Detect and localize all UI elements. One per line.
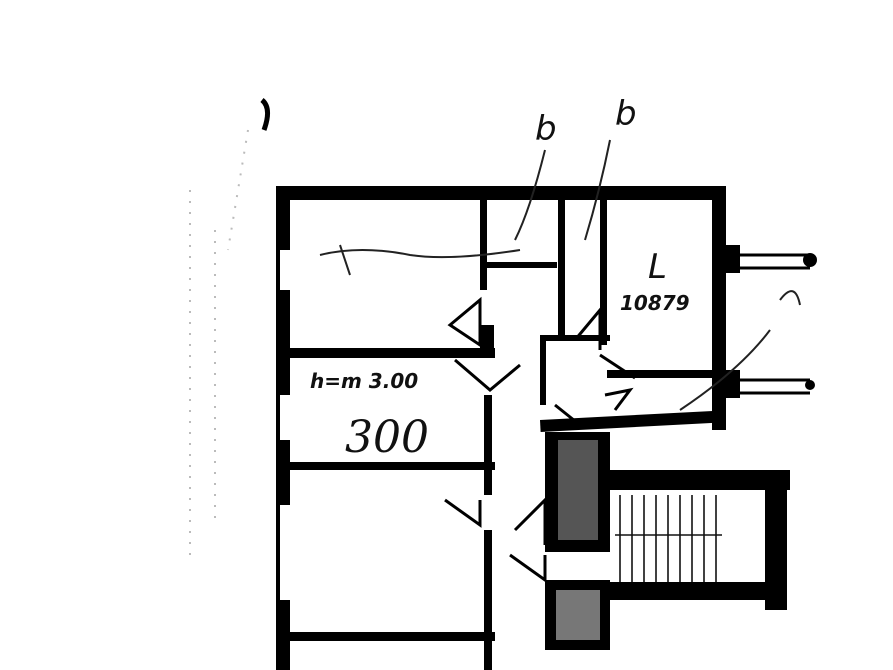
mark-b-right: b (615, 94, 637, 134)
pen-scribbles (319, 139, 801, 411)
handwritten-height-label: 300 (345, 412, 429, 463)
balcony-railing (726, 245, 817, 398)
stairwell (545, 432, 790, 650)
interior-walls (290, 195, 726, 670)
stair-treads (615, 495, 722, 582)
ceiling-height-label: h=m 3.00 (310, 369, 418, 393)
room-letter-label: L (648, 247, 667, 287)
scan-noise (189, 129, 249, 560)
mark-b-left: b (535, 109, 557, 149)
room-code-label: 10879 (620, 291, 690, 315)
pen-mark (260, 98, 270, 131)
door-swings (444, 296, 636, 583)
